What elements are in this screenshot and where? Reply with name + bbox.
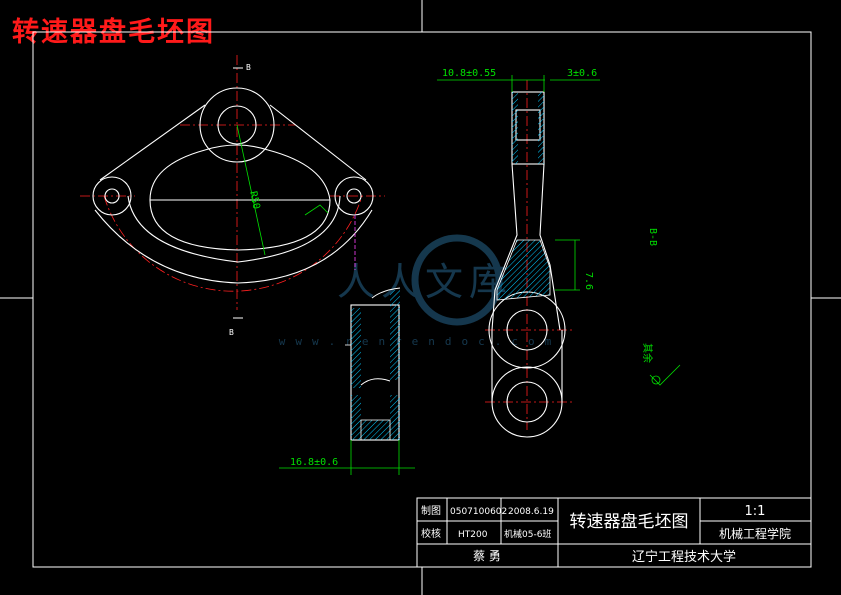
tb-department: 机械工程学院 — [719, 526, 791, 541]
tb-label-check: 校核 — [421, 527, 441, 540]
front-view: B B R50 — [80, 55, 385, 337]
rest-note: 其余 — [641, 343, 654, 363]
radius-dimension: R50 — [247, 190, 262, 210]
top-right-dimension: 3±0.6 — [567, 68, 597, 79]
watermark-url: www.renrendoc.com — [279, 335, 562, 348]
tb-material: HT200 — [458, 530, 488, 540]
section-b-top: B — [246, 63, 251, 72]
tb-scale: 1:1 — [745, 504, 766, 519]
section-b-bottom: B — [229, 328, 234, 337]
tb-drawing-number: 0507100602 — [450, 507, 507, 517]
bottom-width-dimension: 16.8±0.6 — [290, 457, 338, 468]
title-block-text: 制图 0507100602 2008.6.19 校核 HT200 机械05-6班… — [421, 504, 791, 565]
bottom-section-view: 16.8±0.6 — [279, 287, 415, 475]
top-width-dimension: 10.8±0.55 — [442, 68, 496, 79]
watermark-logo-text: 人人文库 — [337, 260, 513, 304]
tb-label-drawn: 制图 — [421, 504, 441, 517]
tb-name: 蔡 勇 — [473, 549, 501, 563]
side-view: 10.8±0.55 3±0.6 7.6 B-B 其余 — [437, 68, 681, 438]
tb-class: 机械05-6班 — [504, 528, 551, 540]
side-dimension-76: 7.6 — [583, 272, 594, 290]
b-b-label: B-B — [647, 228, 658, 246]
title-block — [416, 497, 812, 568]
tb-part-name: 转速器盘毛坯图 — [570, 512, 689, 532]
tb-date: 2008.6.19 — [508, 507, 554, 517]
tb-university: 辽宁工程技术大学 — [632, 549, 736, 565]
